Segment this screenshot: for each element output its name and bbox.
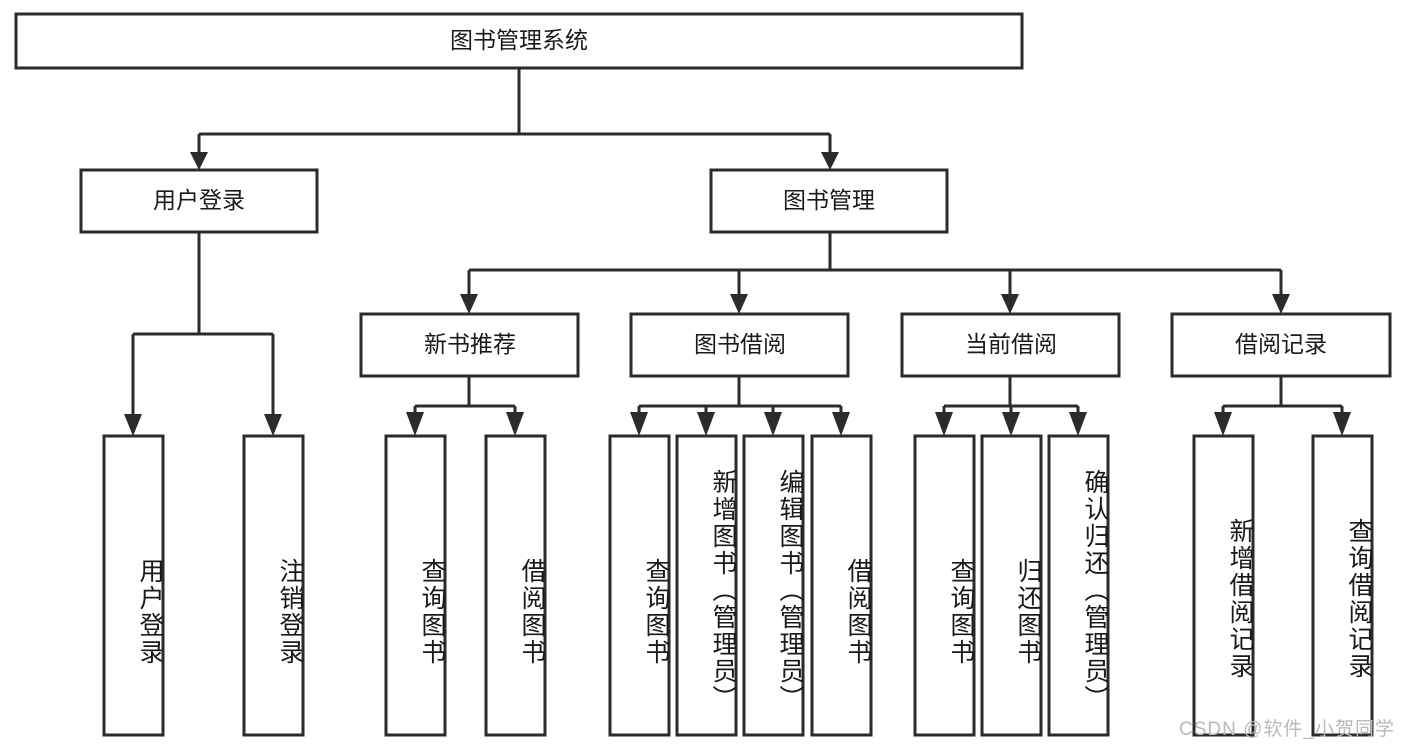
node-box (1170, 312, 1392, 378)
connector-group-new-book-rec-leaves (406, 376, 524, 436)
leaf-box-query-book-2[interactable] (608, 434, 671, 737)
arrow-head-icon (764, 412, 782, 436)
arrow-head-icon (406, 412, 424, 436)
csdn-watermark: CSDN @软件_小贺同学 (1179, 719, 1395, 740)
arrow-head-icon (1214, 412, 1232, 436)
node-box (79, 168, 319, 234)
arrow-head-icon (460, 294, 478, 314)
arrow-head-icon (730, 294, 748, 314)
node-label: 当前借阅 (965, 331, 1057, 357)
node-box (359, 312, 580, 378)
leaf-box-return-book[interactable] (980, 434, 1043, 737)
arrow-head-icon (506, 412, 524, 436)
connector-group-book-borrow-leaves (630, 376, 850, 436)
leaf-box-user-login[interactable] (102, 434, 165, 737)
arrow-head-icon (124, 414, 142, 436)
arrow-head-icon (190, 152, 208, 170)
node-label: 新书推荐 (424, 331, 516, 357)
connector-group-user-login-leaves (124, 232, 282, 436)
node-label: 图书借阅 (694, 331, 786, 357)
connector-group-book-mgmt-to-level2 (460, 232, 1290, 314)
leaf-box-query-book-3[interactable] (913, 434, 976, 737)
node-current-borrow[interactable]: 当前借阅 (900, 312, 1121, 378)
leaf-box-query-book-1[interactable] (384, 434, 447, 737)
leaf-box-logout[interactable] (242, 434, 305, 737)
leaf-box-query-borrow-record[interactable] (1311, 434, 1374, 737)
node-label: 用户登录 (153, 187, 245, 213)
node-new-book-recommend[interactable]: 新书推荐 (359, 312, 580, 378)
node-root-system[interactable]: 图书管理系统 (14, 12, 1024, 70)
arrow-head-icon (697, 412, 715, 436)
arrow-head-icon (1333, 412, 1351, 436)
arrow-head-icon (935, 412, 953, 436)
arrow-head-icon (1069, 412, 1087, 436)
node-label: 图书管理 (783, 187, 875, 213)
node-borrow-record[interactable]: 借阅记录 (1170, 312, 1392, 378)
arrow-head-icon (1272, 294, 1290, 314)
leaf-box-borrow-book-1[interactable] (484, 434, 547, 737)
node-box (709, 168, 949, 234)
connector-group-root-to-level1 (190, 68, 839, 170)
leaf-box-confirm-return[interactable] (1047, 434, 1110, 737)
node-box (14, 12, 1024, 70)
node-book-management[interactable]: 图书管理 (709, 168, 949, 234)
node-label: 图书管理系统 (450, 27, 588, 53)
node-user-login[interactable]: 用户登录 (79, 168, 319, 234)
arrow-head-icon (264, 414, 282, 436)
connector-group-current-borrow-leaves (935, 376, 1087, 436)
leaf-box-edit-book-admin[interactable] (742, 434, 805, 737)
node-book-borrow[interactable]: 图书借阅 (629, 312, 850, 378)
node-box (900, 312, 1121, 378)
arrow-head-icon (630, 412, 648, 436)
leaf-box-add-borrow-record[interactable] (1192, 434, 1255, 737)
arrow-head-icon (832, 412, 850, 436)
leaf-box-borrow-book-2[interactable] (810, 434, 873, 737)
arrow-head-icon (1002, 412, 1020, 436)
node-box (629, 312, 850, 378)
node-label: 借阅记录 (1235, 331, 1327, 357)
leaf-box-add-book-admin[interactable] (675, 434, 738, 737)
connector-group-borrow-record-leaves (1214, 376, 1351, 436)
arrow-head-icon (1001, 294, 1019, 314)
arrow-head-icon (821, 152, 839, 170)
